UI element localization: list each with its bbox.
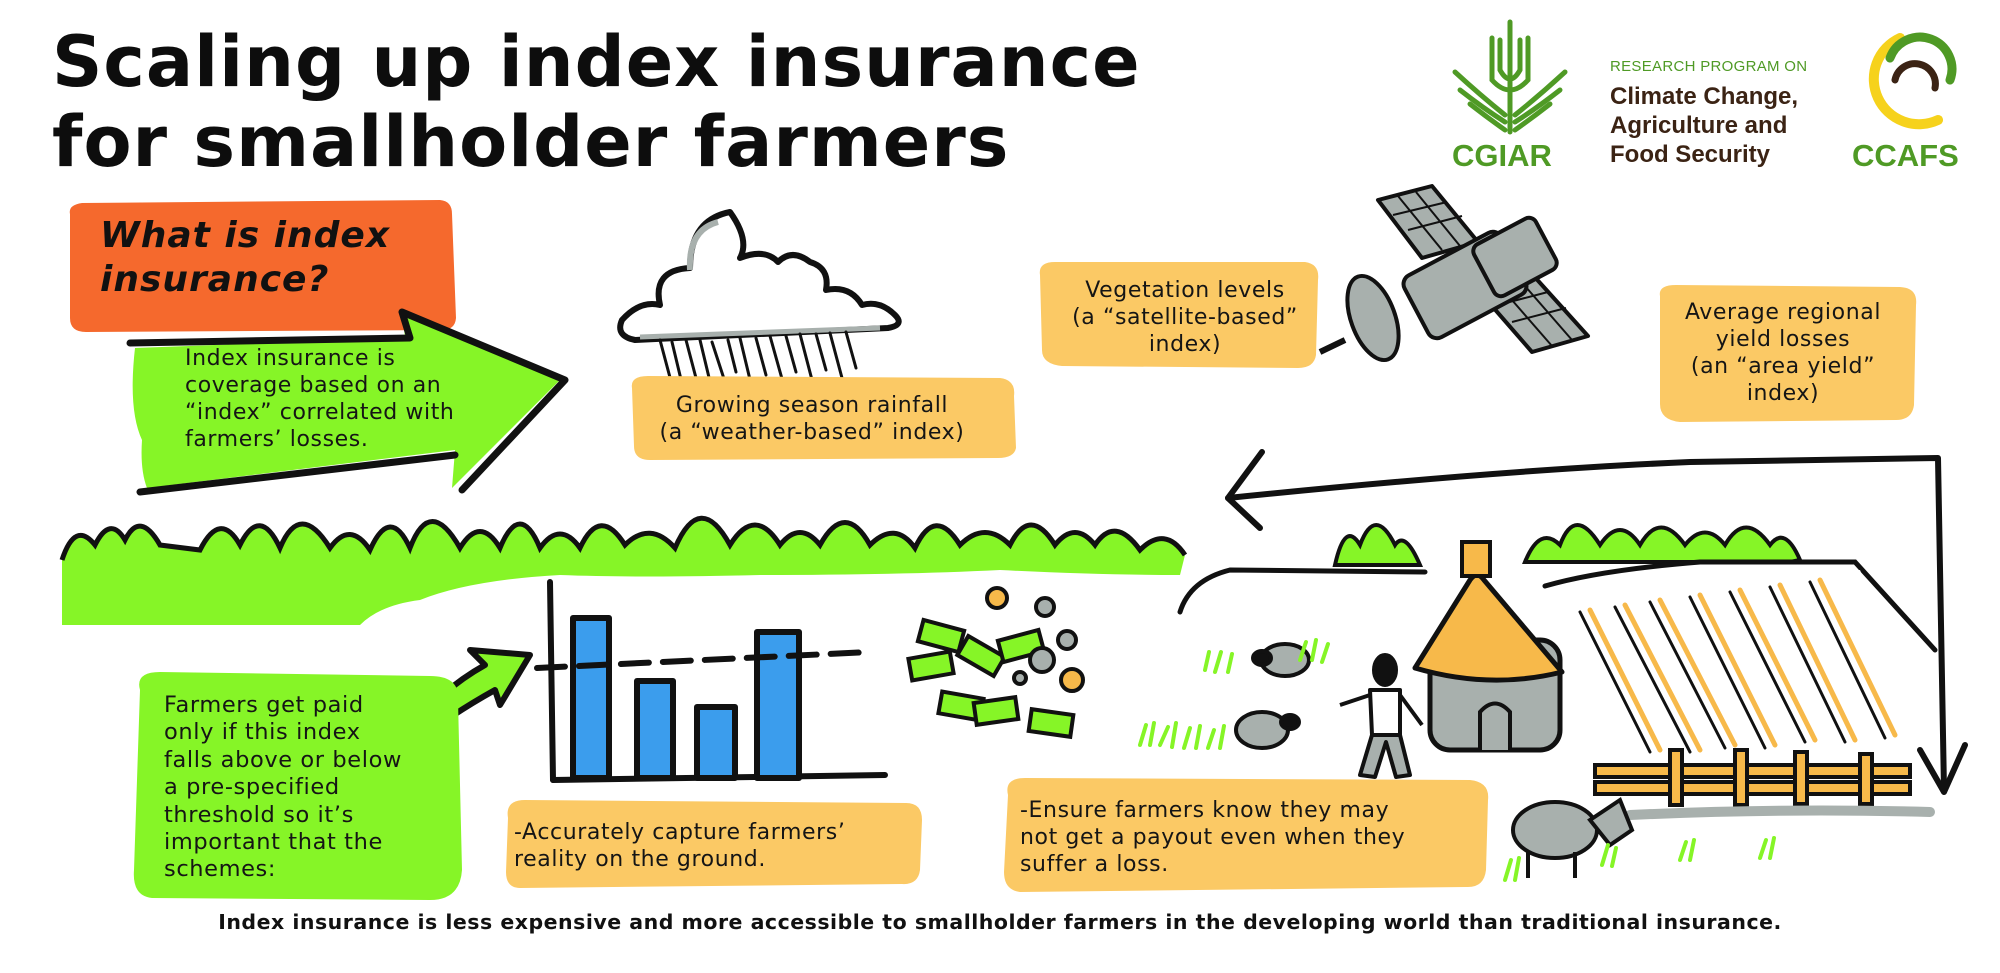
payout-rule-line: schemes: xyxy=(164,856,277,883)
program-line-2: Agriculture and xyxy=(1610,112,1788,139)
area-yield-label-box xyxy=(1659,285,1917,422)
title-line-2: for smallholder farmers xyxy=(52,101,1010,183)
footer-note: Index insurance is less expensive and mo… xyxy=(218,910,1782,934)
area-yield-line-1: Average regional xyxy=(1684,300,1882,325)
rainfall-label-box xyxy=(631,376,1016,460)
definition-text: Index insurance is coverage based on an … xyxy=(185,345,454,453)
area-yield-index-label: Average regional yield losses (an “area … xyxy=(1648,299,1918,407)
program-name: Climate Change, Agriculture and Food Sec… xyxy=(1610,82,1798,169)
definition-arrow-shape xyxy=(126,308,569,496)
question-line-1: What is index xyxy=(100,215,391,256)
program-line-1: Climate Change, xyxy=(1610,83,1799,110)
page-title: Scaling up index insurance for smallhold… xyxy=(52,22,1141,182)
payout-rule-line: threshold so it’s xyxy=(164,801,354,828)
farm-scene-icon xyxy=(1138,540,1938,882)
requirement-box-1 xyxy=(506,800,922,888)
bar-chart-icon xyxy=(534,579,888,783)
money-icon xyxy=(906,586,1085,740)
satellite-index-line-1: Vegetation levels xyxy=(1085,278,1285,303)
requirement-line: not get a payout even when they xyxy=(1020,825,1406,850)
program-line-3: Food Security xyxy=(1610,141,1771,168)
payout-rule-line: falls above or below xyxy=(164,746,402,773)
definition-line: “index” correlated with xyxy=(185,400,455,425)
area-yield-line-4: index) xyxy=(1746,381,1820,406)
question-line-2: insurance? xyxy=(100,259,330,300)
payout-rule-line: Farmers get paid xyxy=(164,692,364,718)
rain-cloud-icon xyxy=(617,209,902,394)
weather-index-line-2: (a “weather-based” index) xyxy=(659,420,965,445)
requirement-line: suffer a loss. xyxy=(1020,852,1169,877)
cgiar-logo-icon xyxy=(1452,19,1568,135)
definition-line: farmers’ losses. xyxy=(185,427,369,452)
payout-rule-text: Farmers get paid only if this index fall… xyxy=(164,692,464,884)
payout-rule-box xyxy=(133,672,462,900)
satellite-index-line-3: index) xyxy=(1148,332,1222,357)
requirement-line: -Accurately capture farmers’ xyxy=(514,820,846,845)
ccafs-logo-text: CCAFS xyxy=(1852,138,1959,173)
area-yield-line-2: yield losses xyxy=(1715,327,1851,352)
payout-rule-line: only if this index xyxy=(164,719,361,746)
requirement-awareness-text: -Ensure farmers know they may not get a … xyxy=(1020,797,1500,878)
requirement-line: -Ensure farmers know they may xyxy=(1020,798,1390,823)
area-yield-line-3: (an “area yield” xyxy=(1690,354,1876,379)
vegetation-label-box xyxy=(1039,262,1319,368)
satellite-index-label: Vegetation levels (a “satellite-based” i… xyxy=(1050,277,1320,358)
definition-line: coverage based on an xyxy=(185,373,442,398)
cgiar-logo-text: CGIAR xyxy=(1452,138,1552,173)
satellite-icon xyxy=(1318,184,1590,363)
question-heading: What is index insurance? xyxy=(100,214,390,302)
weather-index-line-1: Growing season rainfall xyxy=(675,393,949,418)
weather-index-label: Growing season rainfall (a “weather-base… xyxy=(622,392,1002,446)
payout-rule-line: important that the xyxy=(164,829,383,856)
question-banner-shape xyxy=(69,200,456,332)
return-arrow-icon xyxy=(1225,449,1968,795)
program-kicker: RESEARCH PROGRAM ON xyxy=(1610,58,1808,75)
payout-rule-line: a pre-specified xyxy=(164,774,340,801)
requirement-box-2 xyxy=(1004,778,1489,892)
definition-line: Index insurance is xyxy=(185,346,396,371)
ccafs-logo-icon xyxy=(1868,32,1957,130)
grass-band xyxy=(59,515,1803,625)
requirement-line: reality on the ground. xyxy=(514,847,766,872)
title-line-1: Scaling up index insurance xyxy=(52,21,1141,103)
requirement-accuracy-text: -Accurately capture farmers’ reality on … xyxy=(514,819,934,873)
satellite-index-line-2: (a “satellite-based” xyxy=(1072,305,1298,330)
